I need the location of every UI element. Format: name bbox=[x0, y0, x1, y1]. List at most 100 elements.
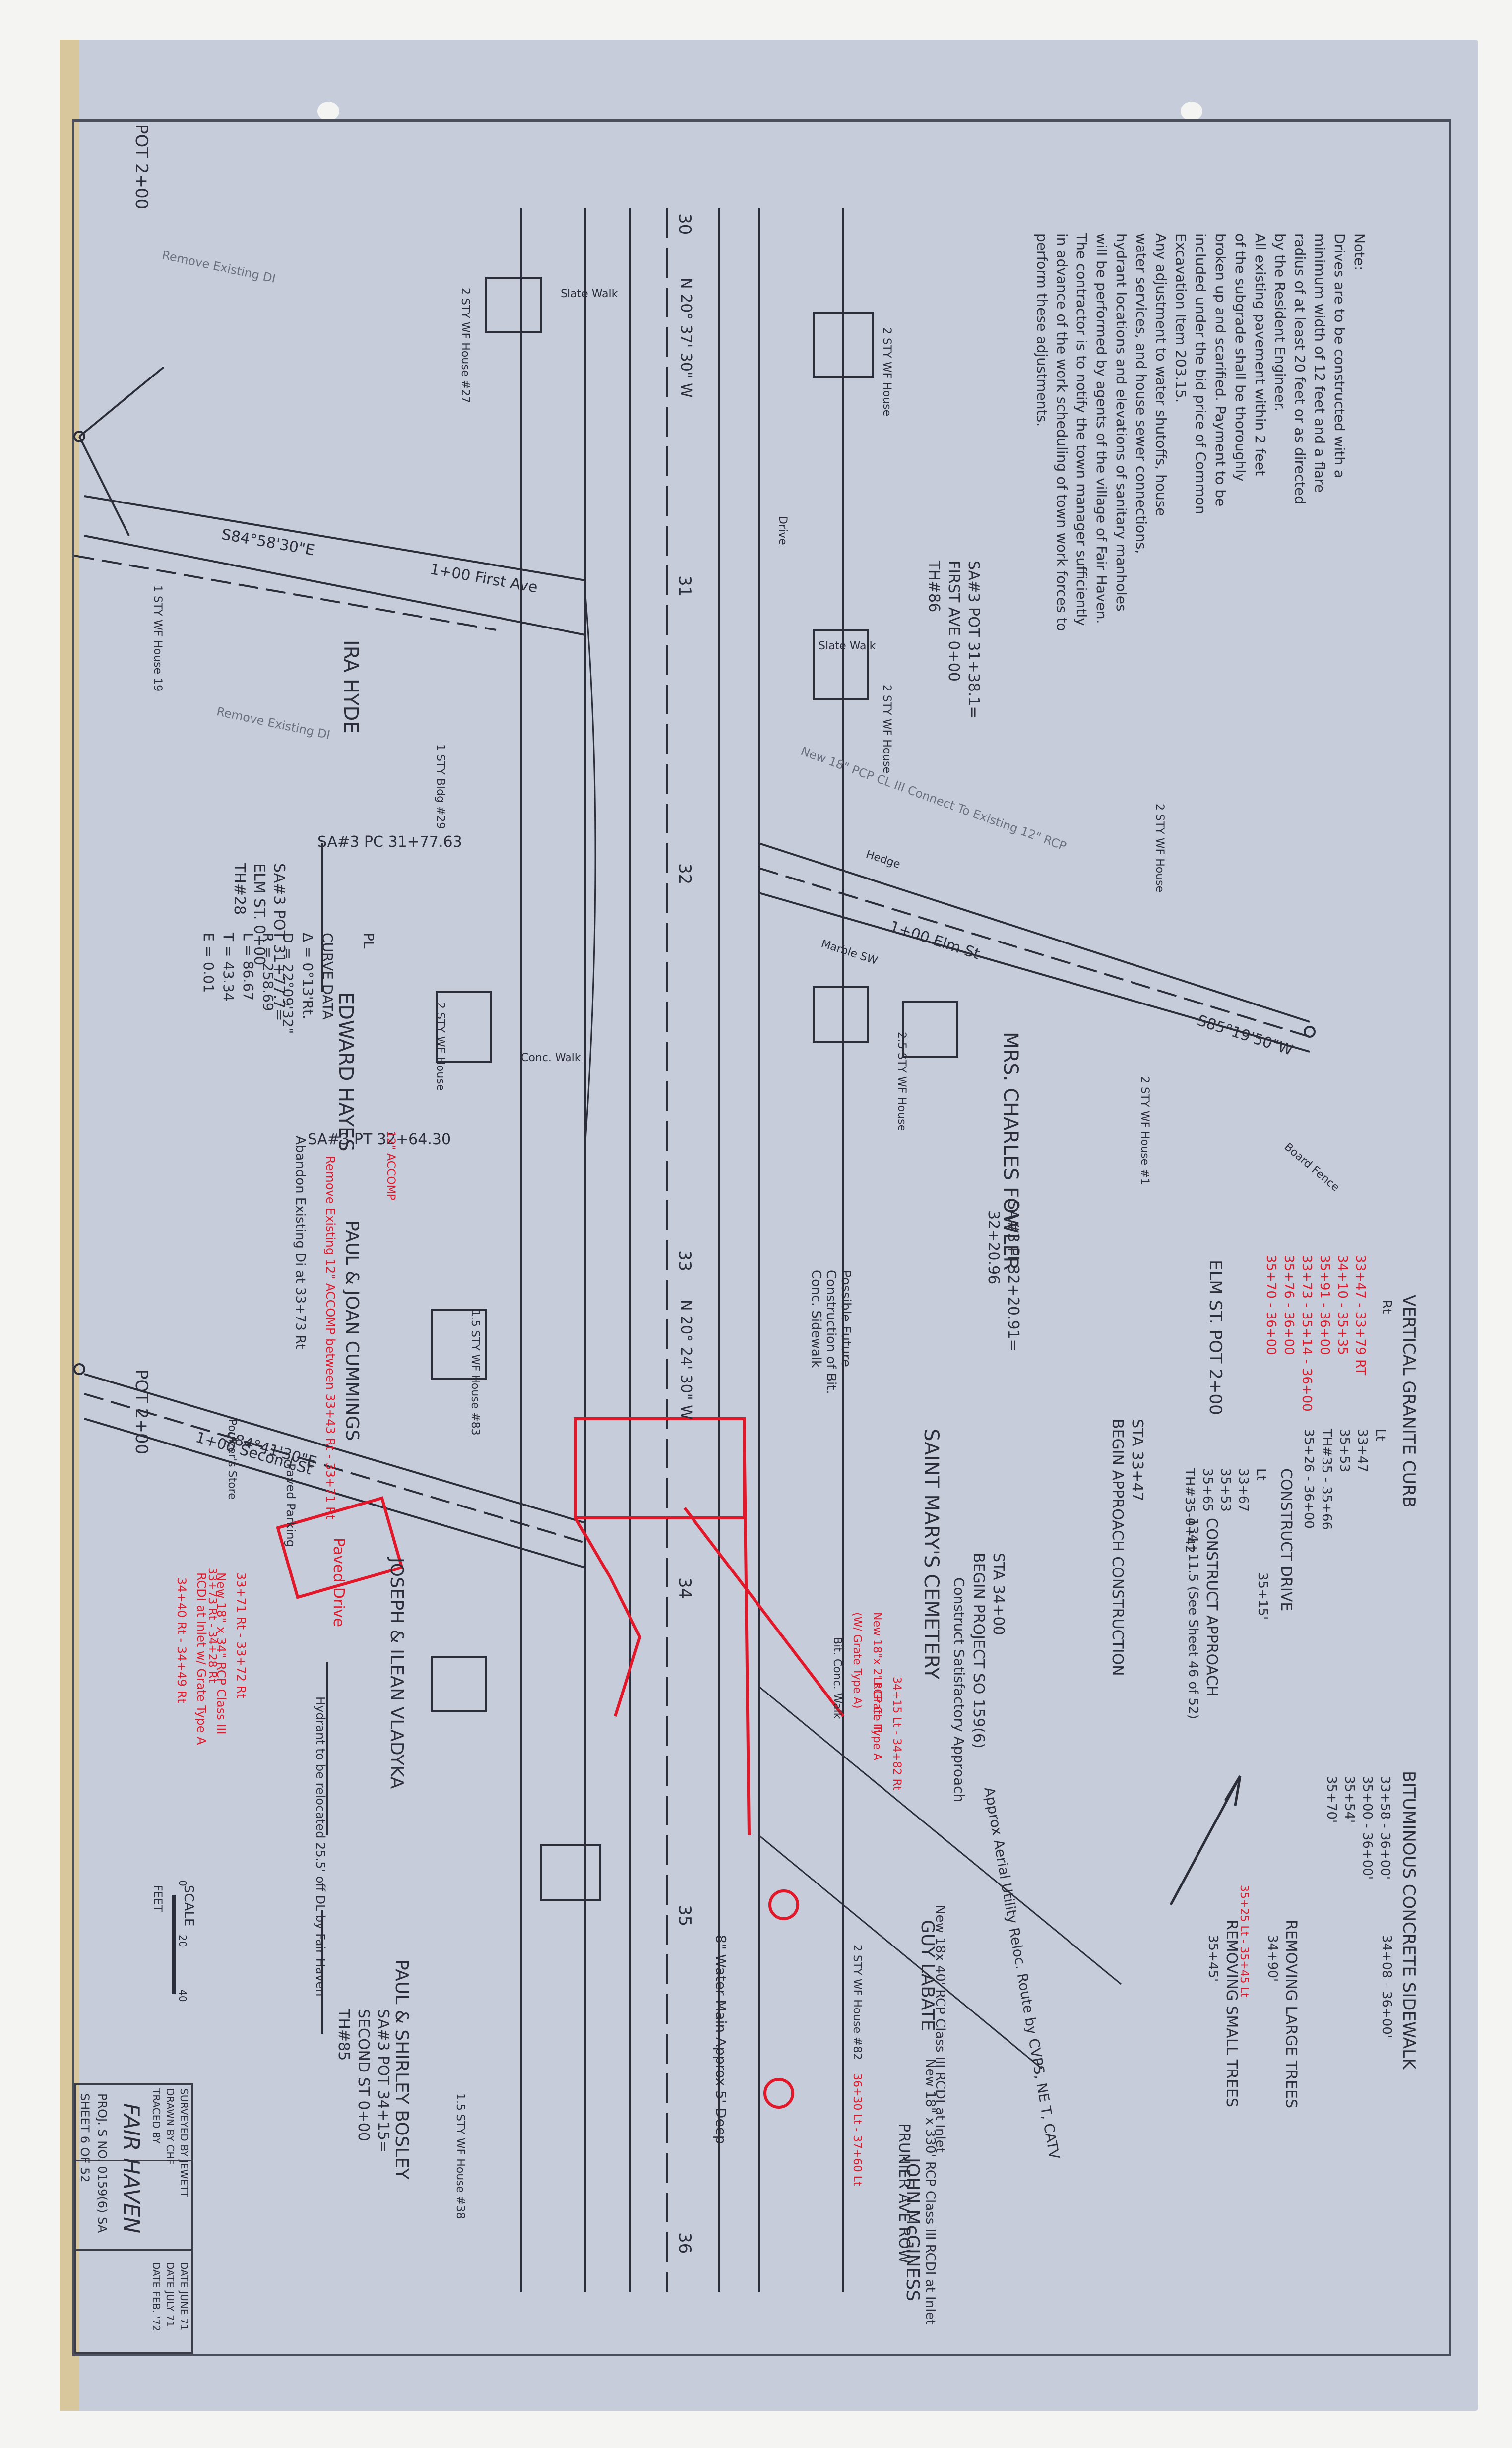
drawing-border bbox=[72, 119, 1451, 2356]
owner-label: JOSEPH & ILEAN VLADYKA bbox=[386, 1558, 407, 1789]
drive-lt-heading: Lt bbox=[1254, 1468, 1268, 1481]
curb-lt-line: 33+47 bbox=[1355, 1429, 1370, 1472]
scale-label: SCALE bbox=[181, 1885, 196, 1927]
scale-mark: 40 bbox=[177, 1989, 189, 2002]
pot-label-top: POT 2+00 bbox=[131, 124, 151, 210]
station-33: 33 bbox=[675, 1250, 694, 1272]
house-outline bbox=[431, 1656, 487, 1712]
note-line: The contractor is to notify the town man… bbox=[1073, 233, 1090, 626]
satisfactory-approach-label: Construct Satisfactory Approach bbox=[951, 1577, 967, 1803]
elm-st-center bbox=[758, 867, 1310, 1038]
station-34: 34 bbox=[675, 1577, 694, 1599]
house-label: 1 STY Bldg #29 bbox=[434, 744, 446, 829]
curb-lt-list: Lt 33+47 35+53 TH#35 - 35+66 35+26 - 36+… bbox=[1300, 1429, 1389, 1530]
sa-pot-second-label: SA#3 POT 34+15= bbox=[375, 2009, 392, 2153]
centerline-bearing-1: N 20° 37' 30" W bbox=[677, 278, 694, 398]
sidewalk-rt-value: 34+08 - 36+00' bbox=[1379, 1935, 1394, 2038]
th-86-label: TH#86 bbox=[925, 561, 943, 613]
red-sta-3630: 36+30 Lt - 37+60 Lt bbox=[851, 2073, 863, 2186]
note-line: of the subgrade shall be thoroughly bbox=[1232, 233, 1249, 482]
second-st-label: SECOND ST 0+00 bbox=[355, 2009, 372, 2141]
station-35: 35 bbox=[675, 1905, 694, 1927]
surveyed-by: SURVEYED BY JEWETT bbox=[178, 2088, 190, 2197]
elm-st-line bbox=[758, 842, 1310, 1023]
sidewalk-lt-line: 35+54' bbox=[1342, 1776, 1357, 1823]
begin-project-label: BEGIN PROJECT SO 159(6) bbox=[970, 1553, 987, 1749]
sheet-number: SHEET 6 OF 52 bbox=[78, 2093, 92, 2183]
red-markup-circle bbox=[763, 2078, 794, 2109]
slate-walk-label: Slate Walk bbox=[819, 640, 876, 652]
elm-pot-label: ELM ST. POT 2+00 bbox=[1205, 1260, 1225, 1415]
general-notes: Note: Drives are to be constructed with … bbox=[1032, 233, 1369, 631]
scale-unit: FEET bbox=[151, 1885, 164, 1912]
trees-heading: REMOVING LARGE TREES bbox=[1282, 1920, 1300, 2108]
owner-label: EDWARD HAYES bbox=[334, 992, 357, 1152]
red-dsi-grate: (W/ Grate Type A) bbox=[851, 1612, 863, 1709]
prunier-ave-line bbox=[758, 1834, 1042, 2070]
sidewalk-lt-line: 35+00 - 36+00' bbox=[1360, 1776, 1375, 1880]
note-line: radius of at least 20 feet or as directe… bbox=[1292, 233, 1308, 504]
red-markup-circle bbox=[768, 1889, 799, 1920]
red-curb-line: 35+70 - 36+00 bbox=[1263, 1255, 1278, 1355]
curve-data-line: D = 22°09'32" bbox=[280, 933, 296, 1034]
small-trees-value: 35+45' bbox=[1205, 1935, 1220, 1982]
approach-heading: CONSTRUCT APPROACH bbox=[1203, 1518, 1220, 1697]
drive-label: Drive bbox=[776, 516, 789, 545]
punch-hole bbox=[1181, 102, 1202, 121]
note-line: perform these adjustments. bbox=[1034, 233, 1050, 427]
title-block bbox=[74, 2083, 193, 2354]
traverse-point bbox=[73, 1363, 85, 1375]
station-30: 30 bbox=[675, 213, 694, 235]
red-curb-line: 35+91 - 36+00 bbox=[1317, 1255, 1332, 1355]
curve-data-line: E = 0.01 bbox=[200, 933, 217, 993]
paved-parking-label: Paved Parking bbox=[284, 1463, 298, 1547]
house-outline bbox=[540, 1844, 601, 1901]
house-label: 2 STY WF House #1 bbox=[1138, 1076, 1151, 1185]
hydrant-relocation-label: Hydrant to be relocated 25.5' off DL by … bbox=[314, 1696, 327, 1997]
house-outline bbox=[431, 1309, 487, 1380]
date: DATE JULY 71 bbox=[164, 2262, 176, 2327]
drive-heading: CONSTRUCT DRIVE bbox=[1277, 1468, 1295, 1612]
conc-walk-label: Conc. Walk bbox=[521, 1052, 581, 1064]
pot-label-bottom: POT 2+00 bbox=[131, 1369, 151, 1455]
sheet-margin-strip bbox=[60, 40, 79, 2411]
centerline-bearing-2: N 20° 24' 30" W bbox=[677, 1300, 694, 1420]
th-85-label: TH#85 bbox=[335, 2009, 352, 2061]
house-label: 2 STY WF House bbox=[881, 685, 893, 774]
note-line: water services, and house sewer connecti… bbox=[1133, 233, 1149, 554]
second-st-line bbox=[84, 1373, 586, 1524]
first-ave-center bbox=[74, 555, 497, 631]
paved-drive-label: Paved Drive bbox=[330, 1538, 347, 1627]
note-line: included under the bid price of Common bbox=[1193, 233, 1209, 514]
drawn-by: DRAWN BY CHF bbox=[164, 2088, 176, 2165]
house-outline bbox=[813, 312, 874, 378]
red-curb-line: 35+76 - 36+00 bbox=[1281, 1255, 1296, 1355]
note-line: minimum width of 12 feet and a flare bbox=[1312, 233, 1328, 493]
house-label: 2 STY WF House #27 bbox=[459, 288, 471, 403]
note-line: by the Resident Engineer. bbox=[1272, 233, 1288, 412]
red-accomp-label: 12" ACCOMP bbox=[384, 1131, 397, 1201]
note-line: All existing pavement within 2 feet bbox=[1252, 233, 1268, 476]
sidewalk-lt-list: 33+58 - 36+00' 35+00 - 36+00' 35+54' 35+… bbox=[1323, 1776, 1394, 1880]
note-line: will be performed by agents of the villa… bbox=[1093, 233, 1110, 624]
traverse-point bbox=[73, 431, 85, 442]
sidewalk-lt-line: 35+70' bbox=[1324, 1776, 1339, 1823]
trees-value: 34+90' bbox=[1265, 1935, 1280, 1982]
town-name: FAIR HAVEN bbox=[119, 2103, 144, 2234]
punch-hole bbox=[317, 102, 339, 121]
sidewalk-lt-line: 33+58 - 36+00' bbox=[1378, 1776, 1392, 1880]
owner-label: PAUL & JOAN CUMMINGS bbox=[342, 1220, 362, 1441]
house-label: 2 STY WF House bbox=[1153, 804, 1166, 893]
red-markup-line bbox=[743, 1418, 751, 1836]
scale-mark: 0 bbox=[177, 1880, 189, 1886]
curve-data-line: T = 43.34 bbox=[220, 933, 237, 1002]
note-line: Any adjustment to water shutoffs, house bbox=[1153, 233, 1169, 516]
owner-label: SAINT MARY'S CEMETERY bbox=[920, 1429, 943, 1680]
red-rcp-station-2: 34+40 Rt - 34+49 Rt bbox=[175, 1577, 189, 1703]
curve-data-line: Δ = 0°13'Rt. bbox=[300, 933, 316, 1019]
utility-relocation-line bbox=[758, 1686, 1122, 1985]
bit-conc-walk-label: Bit. Conc. Walk bbox=[831, 1637, 843, 1719]
house-label: 2.5 STY WF House bbox=[895, 1032, 908, 1131]
sa-pt-label: SA#3 PT 32+64.30 bbox=[308, 1131, 451, 1148]
sta-3400-label: STA 34+00 bbox=[990, 1553, 1007, 1635]
